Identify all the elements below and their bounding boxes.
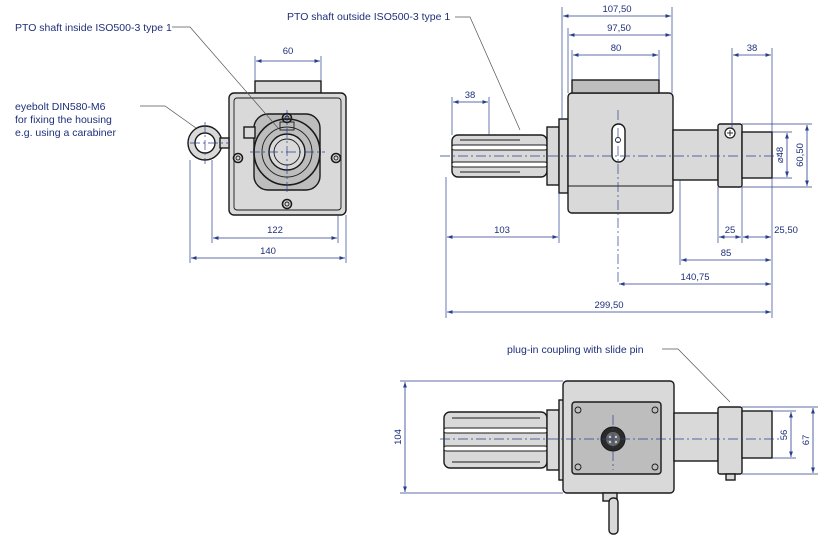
dim-side-60-50: 60,50 [795,143,806,167]
front-view [187,56,347,263]
dim-top-67: 67 [801,435,812,446]
dim-front-60: 60 [283,46,294,57]
note-pto-outside: PTO shaft outside ISO500-3 type 1 [287,11,450,23]
dim-side-140-75: 140,75 [680,272,709,283]
dim-front-140: 140 [260,246,276,257]
dim-side-25: 25 [725,225,736,236]
dim-side-80: 80 [611,43,622,54]
dim-side-38-right: 38 [747,43,758,54]
dim-side-299-50: 299,50 [594,300,623,311]
dim-top-56: 56 [779,430,790,441]
note-pto-inside: PTO shaft inside ISO500-3 type 1 [15,22,172,34]
dim-side-38-left: 38 [465,90,476,101]
note-eyebolt-line3: e.g. using a carabiner [15,127,116,139]
dim-side-97-50: 97,50 [607,23,631,34]
note-coupling: plug-in coupling with slide pin [507,344,644,356]
dim-front-122: 122 [267,225,283,236]
leader-eyebolt [140,105,197,129]
dim-side-25-50: 25,50 [774,225,798,236]
side-view [440,7,812,318]
dim-side-103: 103 [494,225,510,236]
bolt-icon [232,112,342,210]
dim-side-107-50: 107,50 [602,4,631,15]
leader-coupling [662,348,731,403]
dim-top-104: 104 [393,429,404,445]
note-eyebolt-line1: eyebolt DIN580-M6 [15,101,106,113]
top-view [400,380,818,535]
leader-pto-outside [455,16,521,131]
dim-side-dia48: ⌀48 [775,147,786,163]
note-eyebolt-line2: for fixing the housing [15,114,112,126]
leader-pto-inside [172,26,279,129]
dim-side-85: 85 [721,248,732,259]
